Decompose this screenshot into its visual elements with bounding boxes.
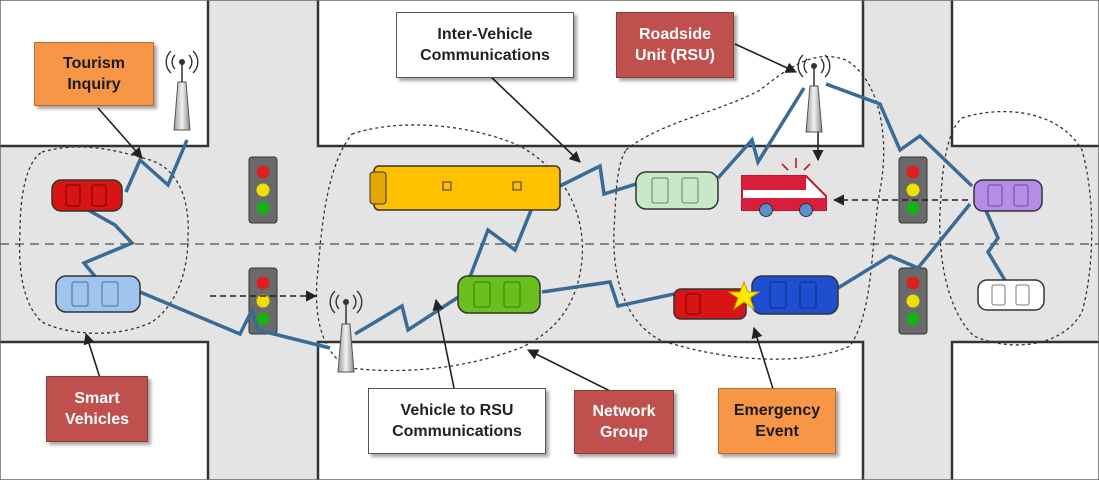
link-rsu1-red-car [124, 139, 189, 193]
bus-yellow [369, 165, 561, 211]
siren-icon [781, 158, 811, 171]
ambulance [741, 158, 827, 217]
link-green-car-bus [466, 187, 542, 283]
label-inter-vehicle-communications: Inter-Vehicle Communications [396, 12, 574, 78]
label-smart-vehicles: Smart Vehicles [46, 376, 148, 442]
traffic-light-left-top [248, 156, 278, 224]
group-left [18, 146, 189, 334]
traffic-light-right-top [898, 156, 928, 224]
label-emergency-event: Emergency Event [718, 388, 836, 454]
rsu-antenna-top-right [797, 54, 831, 133]
car-light-blue-left [55, 275, 141, 313]
movement-arrows [210, 194, 968, 302]
link-blue-car-rsu2 [139, 290, 331, 350]
link-blue-car-purple-car [837, 202, 972, 290]
wireless-links [81, 82, 1008, 350]
block-top-right [952, 0, 1099, 146]
link-rsu3-purple-car [825, 82, 974, 188]
car-white [977, 279, 1045, 311]
car-purple [973, 179, 1043, 212]
car-blue-crashed [751, 275, 839, 315]
traffic-light-left-bottom [248, 267, 278, 335]
group-middle [315, 124, 584, 372]
label-roadside-unit: Roadside Unit (RSU) [616, 12, 734, 78]
label-pointers [83, 43, 824, 393]
link-light-green-car-rsu3 [716, 87, 806, 180]
collision-star-icon [727, 280, 761, 311]
link-green-car-red-car [541, 280, 675, 309]
link-bus-light-green-car [559, 163, 637, 197]
link-rsu2-green-car [354, 294, 461, 336]
car-light-green [635, 171, 719, 210]
label-network-group: Network Group [574, 390, 674, 454]
label-vehicle-to-rsu-communications: Vehicle to RSU Communications [368, 388, 546, 454]
rsu-antenna-bottom [329, 290, 363, 373]
car-green [457, 275, 541, 314]
rsu-antenna-top-left [165, 50, 199, 131]
label-tourism-inquiry: Tourism Inquiry [34, 42, 154, 106]
car-red-crashed [673, 288, 747, 320]
block-bottom-right [952, 342, 1099, 480]
car-red-left [51, 179, 123, 212]
network-group-outlines [18, 55, 1093, 372]
traffic-light-right-bottom [898, 267, 928, 335]
link-red-car-blue-car [81, 208, 136, 282]
link-purple-car-white-car [982, 205, 1008, 283]
